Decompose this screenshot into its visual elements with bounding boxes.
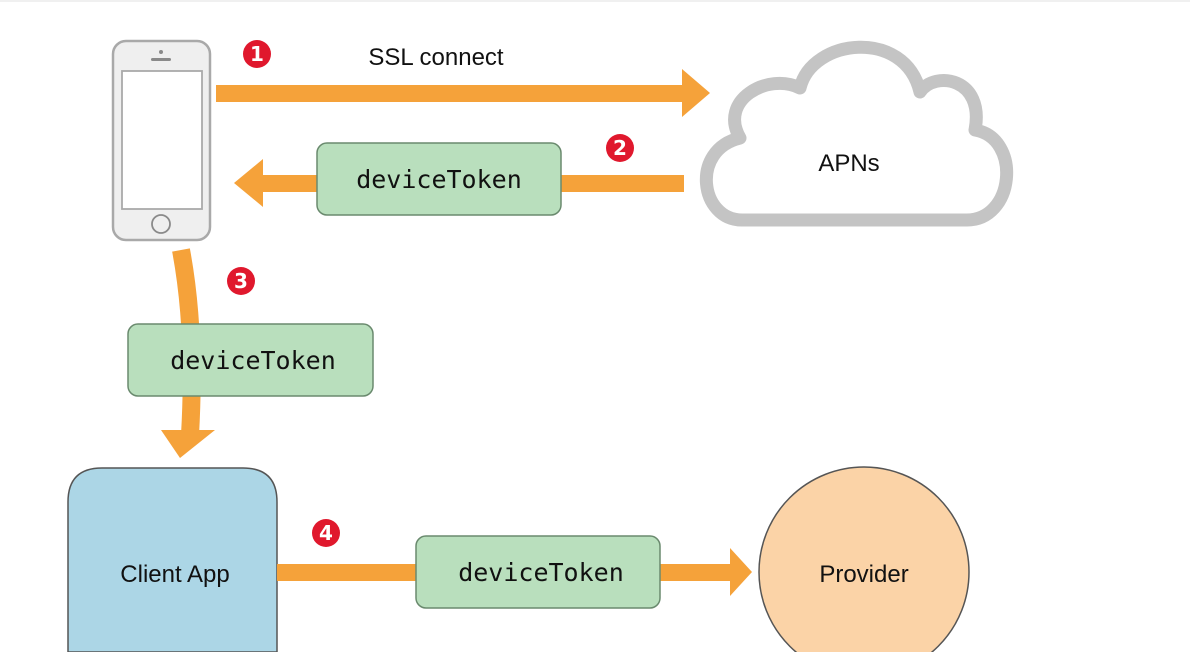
svg-text:2: 2: [613, 136, 627, 160]
iphone-icon: [111, 39, 212, 242]
provider-label: Provider: [819, 561, 908, 588]
client-app-box: Client App: [67, 467, 278, 652]
step1-badge: 1: [243, 40, 271, 68]
client-app-label: Client App: [120, 561, 229, 588]
step2-badge: 2: [606, 134, 634, 162]
top-border: [0, 0, 1190, 2]
step2-token-label: deviceToken: [356, 165, 522, 194]
apns-label: APNs: [818, 150, 879, 177]
step4-token-label: deviceToken: [458, 558, 624, 587]
provider-circle: Provider: [758, 466, 970, 652]
svg-text:4: 4: [319, 521, 333, 545]
svg-text:1: 1: [250, 42, 264, 66]
ssl-connect-label: SSL connect: [368, 44, 504, 71]
apns-cloud: APNs: [699, 40, 1014, 227]
step3-token-label: deviceToken: [170, 346, 336, 375]
step3-token-box: deviceToken: [127, 323, 374, 397]
step3-badge: 3: [227, 267, 255, 295]
step2-token-box: deviceToken: [316, 142, 562, 216]
step1-arrow: [216, 69, 710, 117]
cloud-icon: [699, 40, 1014, 227]
step4-badge: 4: [312, 519, 340, 547]
step4-token-box: deviceToken: [415, 535, 661, 609]
svg-text:3: 3: [234, 269, 248, 293]
